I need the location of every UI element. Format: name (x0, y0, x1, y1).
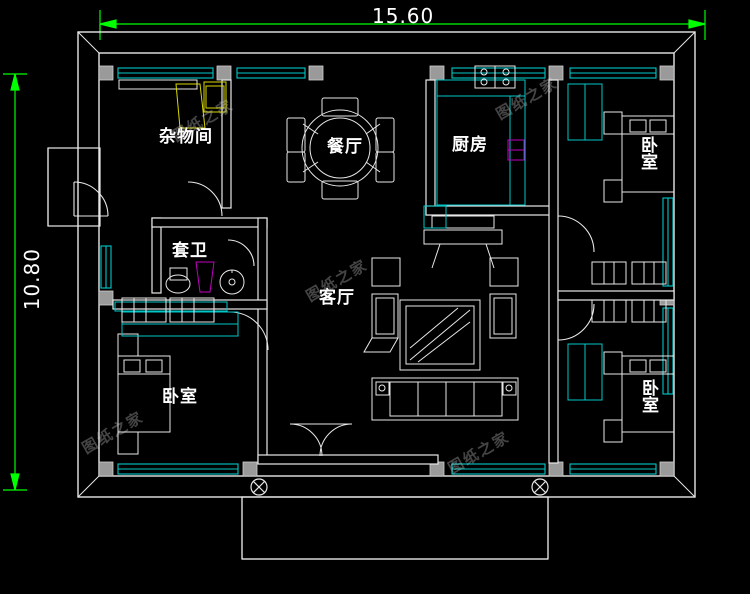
room-label-storage: 杂物间 (159, 127, 213, 148)
windows (100, 67, 674, 475)
room-label-bedroom-sw: 卧室 (162, 387, 198, 408)
furniture-bedroom-ne (567, 83, 675, 203)
room-label-bedroom-ne: 卧室 (641, 136, 659, 173)
furniture-dining (286, 97, 395, 200)
furniture-bedroom-sw (117, 311, 239, 455)
doors (73, 181, 595, 351)
window-mullions (121, 261, 667, 323)
room-label-living: 客厅 (319, 288, 355, 309)
dimension-top-label: 15.60 (372, 4, 435, 28)
dimension-left-label: 10.80 (20, 248, 44, 311)
entry-porch (241, 478, 549, 560)
dimension-lines (3, 10, 706, 491)
room-label-bedroom-se: 卧室 (642, 379, 660, 416)
furniture-bedroom-se (567, 343, 675, 443)
furniture-living (289, 205, 519, 457)
furniture-storage (118, 79, 227, 129)
exterior-walls (77, 31, 696, 498)
room-label-dining: 餐厅 (327, 137, 363, 158)
kitchen-appliances (474, 65, 525, 161)
side-porch (47, 147, 101, 227)
room-label-bathroom: 套卫 (172, 241, 208, 262)
room-label-kitchen: 厨房 (452, 135, 488, 156)
furniture-bathroom (114, 261, 245, 312)
